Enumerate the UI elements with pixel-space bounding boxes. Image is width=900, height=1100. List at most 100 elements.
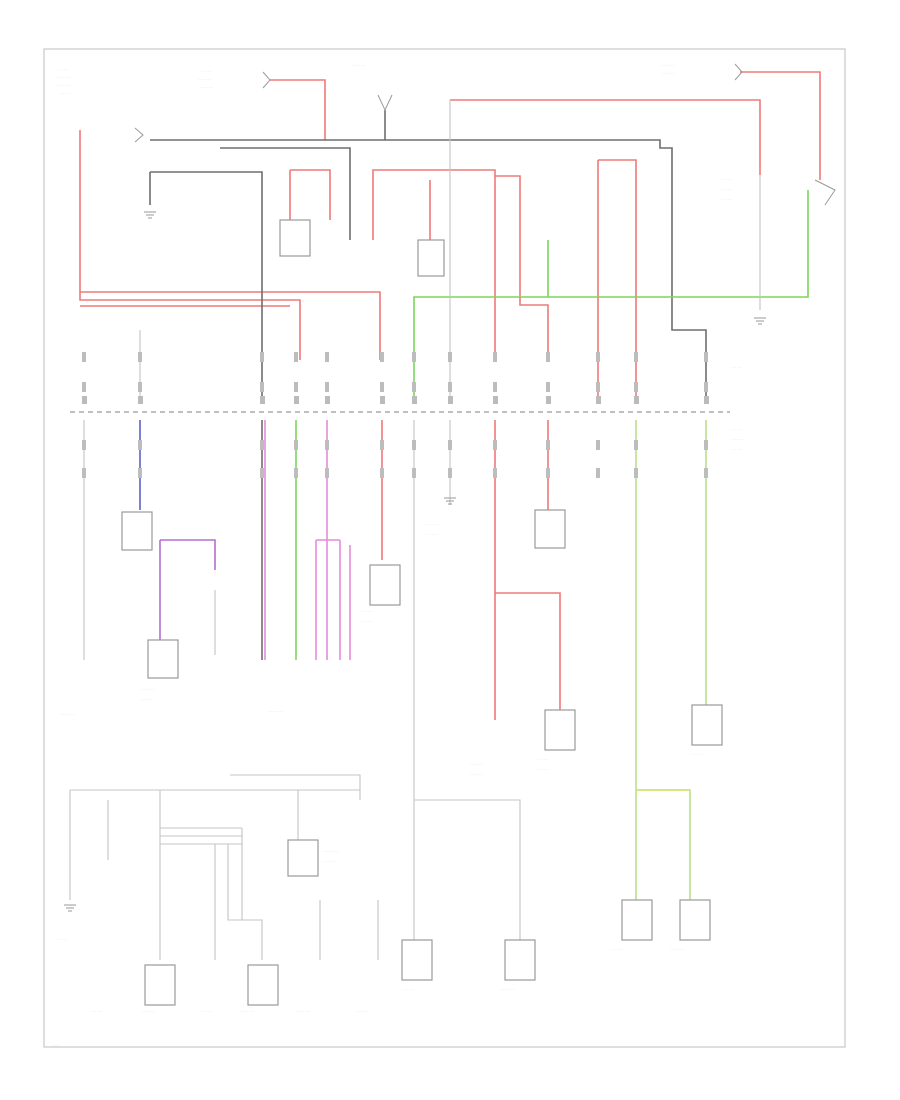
svg-text:······ ······: ······ ······: [200, 1009, 212, 1013]
connector-icon: [380, 440, 384, 450]
connector-icon: [596, 352, 600, 362]
connector-icon: [82, 382, 86, 392]
component-box-icon: [147, 639, 179, 679]
ground-icon: [754, 317, 766, 325]
connector-icon: [493, 468, 497, 478]
connector-icon: [260, 468, 264, 478]
connector-icon: [325, 440, 329, 450]
connector-icon: [493, 382, 497, 392]
ground-icon: [444, 497, 456, 505]
connector-icon: [704, 382, 708, 392]
component-box-icon: [369, 564, 401, 606]
connector-icon: [294, 352, 298, 362]
svg-text:········ ·······: ········ ·······: [56, 83, 71, 87]
connector-icon: [412, 382, 416, 392]
svg-text:······ ·······: ······ ·······: [610, 947, 623, 951]
fuse-icon: [134, 127, 144, 143]
svg-text:···· ······: ···· ······: [58, 67, 69, 71]
connector-icon: [493, 440, 497, 450]
wire-connectors: [82, 352, 708, 478]
connector-icon: [138, 468, 142, 478]
power-feed-wires: [79, 71, 821, 720]
svg-text:········ ·········: ········ ·········: [322, 849, 339, 853]
svg-text:········ ·····: ········ ·····: [200, 85, 213, 89]
connector-icon: [634, 440, 638, 450]
svg-text:······ ······: ······ ······: [720, 197, 732, 201]
connector-icon: [704, 440, 708, 450]
connector-icon: [596, 440, 600, 450]
component-box-icon: [544, 709, 576, 751]
component-box-icon: [504, 939, 536, 981]
connector-icon: [138, 382, 142, 392]
fuse-icon: [734, 63, 743, 81]
svg-text:······· ·······: ······· ·······: [322, 859, 336, 863]
connector-icon: [412, 352, 416, 362]
connector-icon: [634, 382, 638, 392]
connector-icon: [260, 440, 264, 450]
connector-icon: [138, 440, 142, 450]
svg-text:······ ········: ······ ········: [360, 619, 374, 623]
svg-text:········ ·······: ········ ·······: [240, 1009, 255, 1013]
svg-text:········ ······: ········ ······: [140, 687, 154, 691]
connector-icon: [596, 468, 600, 478]
svg-text:······· ·····: ······· ·····: [470, 772, 482, 776]
svg-text:······ ······: ······ ······: [720, 177, 732, 181]
svg-text:······ ·····: ······ ·····: [730, 365, 741, 369]
illegible-labels: ···· ······ ········ ······· ········ ··…: [52, 63, 744, 1047]
connector-icon: [294, 468, 298, 478]
connector-icon: [634, 468, 638, 478]
svg-text:········· ·····: ········· ·····: [60, 712, 74, 716]
component-box-icon: [121, 511, 153, 551]
svg-text:········ ········: ········ ········: [670, 947, 686, 951]
svg-text:······· ······: ······· ······: [360, 609, 373, 613]
svg-text:········ ·······: ········ ·······: [268, 709, 283, 713]
component-box-icon: [621, 899, 653, 941]
svg-text:······· ·····: ······· ·····: [140, 697, 152, 701]
fuse-block-connectors: [82, 396, 709, 404]
connector-icon: [380, 468, 384, 478]
connector-icon: [448, 440, 452, 450]
connector-icon: [546, 440, 550, 450]
component-box-icon: [679, 899, 711, 941]
component-box-icon: [144, 964, 176, 1006]
connector-icon: [260, 352, 264, 362]
connector-icon: [380, 352, 384, 362]
svg-text:······ ·····: ······ ·····: [730, 427, 741, 431]
connector-icon: [596, 382, 600, 392]
component-boxes: [121, 219, 723, 1006]
component-box-icon: [247, 964, 279, 1006]
svg-text:········ ·······: ········ ·······: [56, 75, 71, 79]
svg-text:········ ·····: ········ ·····: [352, 63, 365, 67]
connector-icon: [325, 468, 329, 478]
component-box-icon: [417, 239, 445, 277]
connector-icon: [448, 468, 452, 478]
connector-icon: [704, 352, 708, 362]
component-box-icon: [287, 839, 319, 877]
svg-text:······· ······: ······· ······: [198, 77, 211, 81]
connector-icon: [634, 352, 638, 362]
connector-icon: [82, 352, 86, 362]
connector-icon: [380, 382, 384, 392]
connector-icon: [448, 382, 452, 392]
svg-text:···· ······: ···· ······: [200, 69, 211, 73]
connector-icon: [82, 440, 86, 450]
fuse-symbols: [134, 63, 836, 206]
connector-icon: [448, 352, 452, 362]
ground-symbols: [64, 211, 766, 912]
other-colored-wires: [139, 420, 690, 791]
connector-icon: [294, 440, 298, 450]
svg-text:····· ·····: ····· ·····: [60, 91, 71, 95]
svg-text:········ ·····: ········ ·····: [662, 71, 675, 75]
svg-text:······ ······: ······ ······: [730, 447, 742, 451]
svg-text:······ ·····: ······ ·····: [402, 987, 413, 991]
svg-text:········ ·····: ········ ·····: [690, 752, 703, 756]
svg-text:····· ·····: ····· ·····: [56, 937, 67, 941]
connector-icon: [260, 382, 264, 392]
svg-text:······ ·······: ······ ·······: [142, 1009, 155, 1013]
connector-icon: [546, 382, 550, 392]
diagram-frame: [43, 48, 846, 1048]
connector-icon: [412, 440, 416, 450]
ground-icon: [64, 904, 76, 912]
svg-text:·······: ·······: [52, 1043, 59, 1047]
